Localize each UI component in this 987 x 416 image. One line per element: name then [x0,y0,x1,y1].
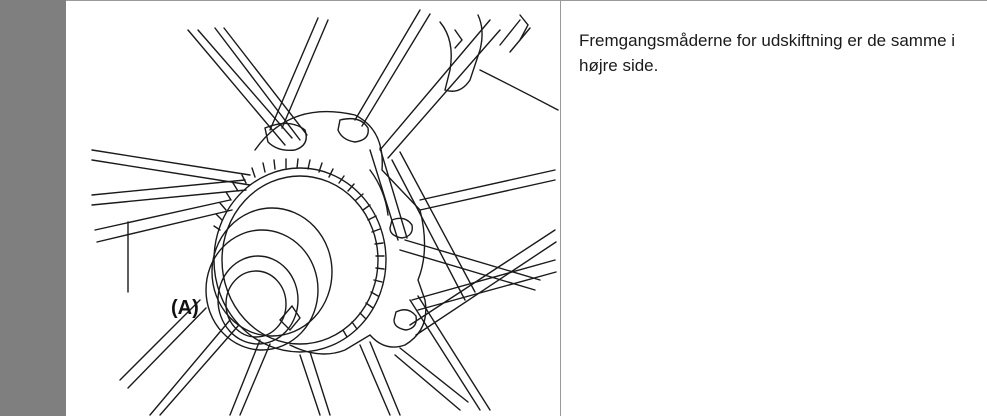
step-side-bar [0,0,66,416]
frame-part [439,14,559,111]
callout-label-a: (A) [171,297,199,319]
instruction-panel: Fremgangsmåderne for udskiftning er de s… [561,1,987,416]
spokes [91,9,557,416]
wheel-hub-lockring-icon [91,9,559,416]
cell-divider [560,0,561,416]
top-divider [0,0,987,1]
instruction-text: Fremgangsmåderne for udskiftning er de s… [579,31,956,75]
hub-flange [254,110,427,355]
axle-end [205,207,333,351]
illustration-panel: (A) [66,1,560,416]
lockring [213,158,387,353]
